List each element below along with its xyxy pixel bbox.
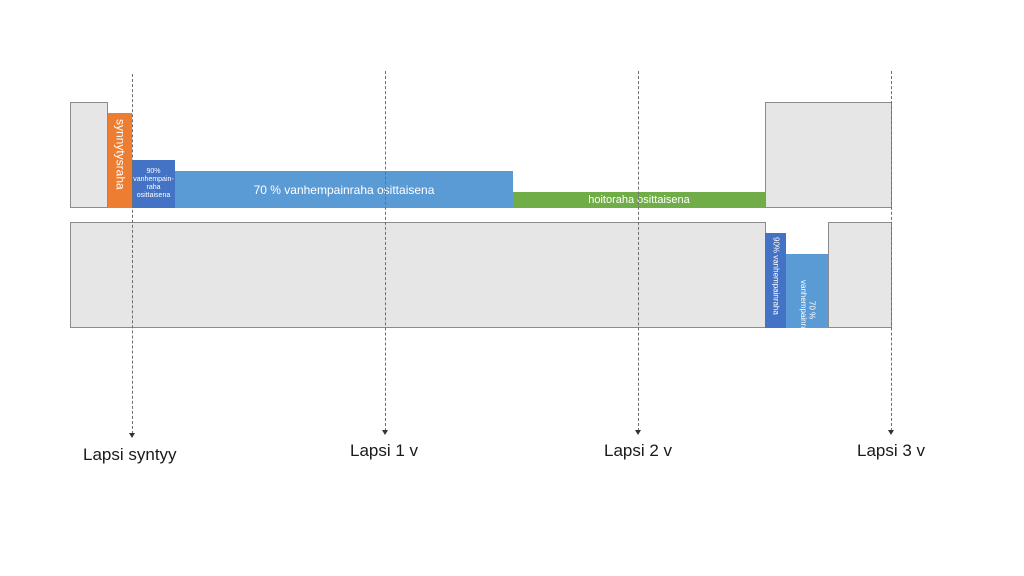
arrow-year3-icon [888,430,894,435]
synnytysraha-label: synnytysraha [113,119,128,190]
vanhempainraha-70-partial-block: 70 % vanhempainraha osittaisena [175,171,513,208]
milestone-label-year3: Lapsi 3 v [857,441,926,460]
vanhempainraha-90-partial-line2: vanhempain- [133,175,174,183]
upper-track-gray-end [765,102,892,208]
vanhempainraha-70-label-line1: 70 % [807,300,817,319]
arrow-year1-icon [382,430,388,435]
synnytysraha-block: synnytysraha [108,113,132,208]
vanhempainraha-90-partial-line4: osittaisena [136,192,171,200]
arrow-year2-icon [635,430,641,435]
lower-track-gray-end [828,222,892,328]
vanhempainraha-70-block: 70 % vanhempainraha [786,254,828,328]
lower-track-gray-main [70,222,766,328]
vanhempainraha-90-label: 90% vanhempainraha [771,237,781,315]
vanhempainraha-90-partial-line1: 90% [146,167,161,175]
guide-line-birth [132,74,133,434]
guide-line-year3 [891,71,892,431]
guide-line-year1 [385,71,386,431]
vanhempainraha-90-partial-line3: raha [146,184,161,191]
vanhempainraha-70-label-line2: vanhempainraha [799,280,808,328]
milestone-label-birth: Lapsi syntyy [83,445,177,464]
vanhempainraha-70-text-group: 70 % vanhempainraha [799,254,816,328]
milestone-label-year2: Lapsi 2 v [604,441,673,460]
vanhempainraha-90-block: 90% vanhempainraha [765,233,786,328]
vanhempainraha-70-partial-label: 70 % vanhempainraha osittaisena [253,182,435,197]
vanhempainraha-90-partial-block: 90% vanhempain- raha osittaisena [132,160,175,208]
arrow-birth-icon [129,433,135,438]
guide-line-year2 [638,71,639,431]
upper-track-gray-start [70,102,108,208]
milestone-label-year1: Lapsi 1 v [350,441,419,460]
hoitoraha-partial-block: hoitoraha osittaisena [513,192,765,208]
